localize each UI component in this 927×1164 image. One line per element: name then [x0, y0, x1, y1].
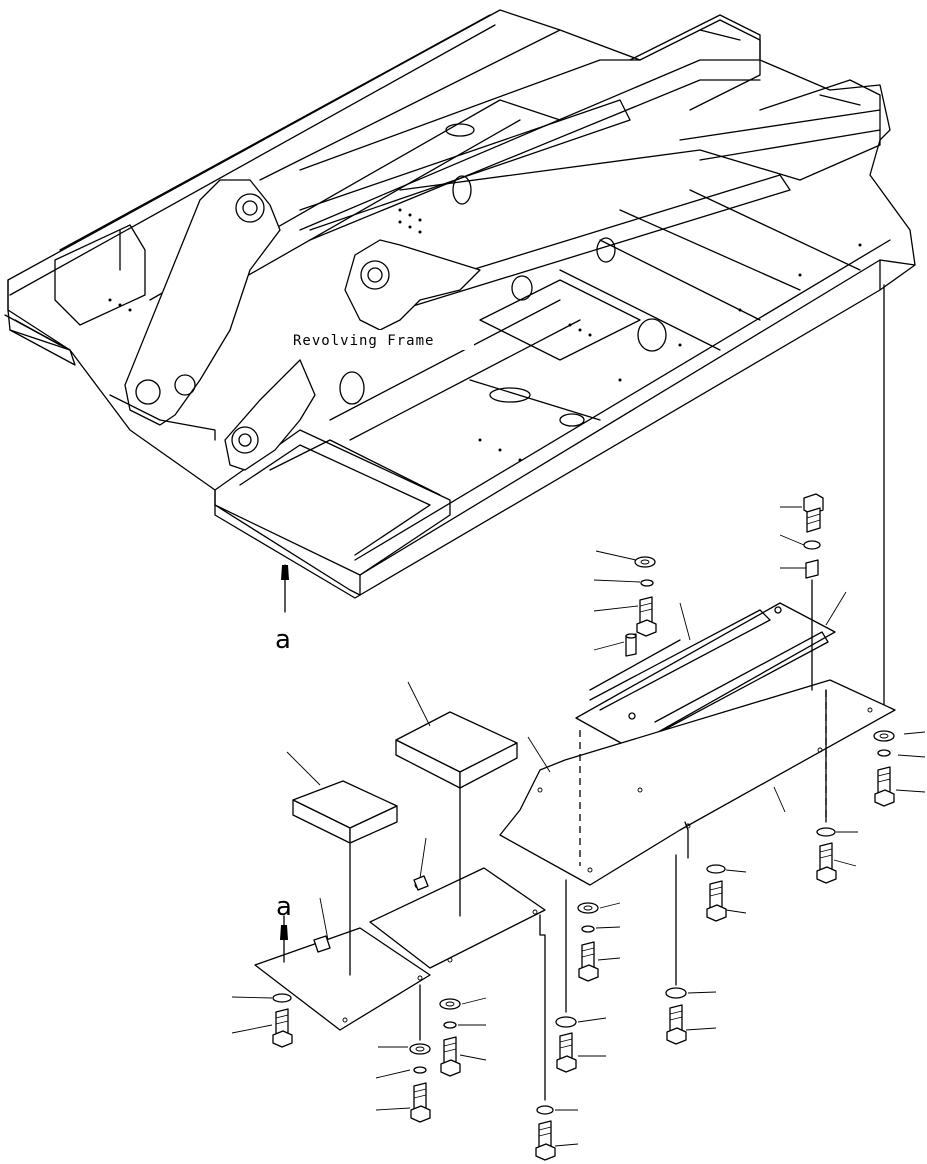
revolving-frame-label: Revolving Frame — [293, 333, 434, 349]
ref-arrow-bottom — [280, 915, 288, 963]
ref-marker-a-top: a — [275, 625, 291, 655]
under-cover-large — [499, 679, 896, 886]
revolving-frame — [4, 9, 916, 599]
callout-leaders — [231, 506, 926, 1147]
pad-right — [395, 711, 518, 917]
frame-hole-pattern — [108, 208, 862, 462]
bolt-top-right — [803, 493, 824, 533]
ref-arrow-top — [281, 564, 289, 613]
under-cover-upper-right — [575, 602, 836, 749]
ref-marker-a-bottom: a — [276, 892, 292, 922]
fasteners — [272, 493, 895, 1161]
pad-left — [292, 780, 398, 976]
